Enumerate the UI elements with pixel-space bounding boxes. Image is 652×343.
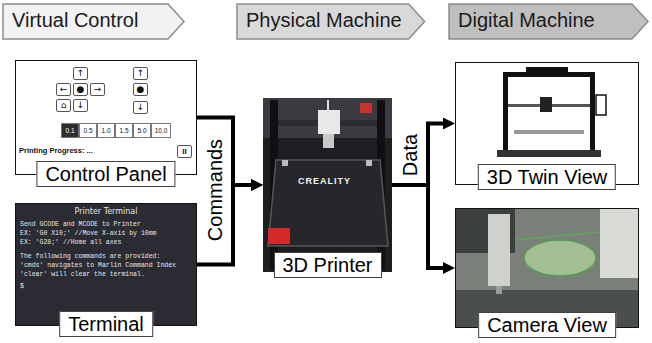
terminal-line: EX: 'G28;' //Home all axes: [20, 239, 121, 247]
terminal-line: 'cmds' navigates to Marlin Command Index: [20, 262, 176, 270]
stage-title: Physical Machine: [246, 9, 402, 31]
bed-clip: [282, 160, 288, 166]
z-button: ↑: [133, 67, 148, 80]
stage-title: Virtual Control: [12, 9, 138, 31]
connector-label: Commands: [204, 139, 226, 241]
frame-post: [503, 72, 508, 156]
stage-chevron: Digital Machine: [448, 3, 649, 40]
view-panel: Camera View: [455, 208, 639, 328]
light-area: [600, 208, 639, 278]
side-box: [596, 95, 606, 115]
red-part: [360, 103, 372, 113]
photo-wall: [263, 98, 392, 138]
pause-button: II: [177, 145, 192, 158]
connector-label: Data: [399, 134, 421, 176]
step-option: 5.0: [133, 123, 151, 138]
extruder-block: [318, 110, 340, 134]
top-bar: [503, 72, 595, 77]
flow-connector: [392, 124, 443, 186]
camera-photo: [455, 208, 639, 328]
camera-background: [455, 208, 639, 328]
panel-caption: Camera View: [478, 312, 616, 338]
filament: [515, 232, 600, 240]
brand-logo: CREALITY: [298, 176, 351, 186]
print-bed: [268, 160, 388, 246]
jog-button: ←: [56, 83, 71, 96]
panel-caption: 3D Printer: [273, 252, 381, 278]
panel-caption: 3D Twin View: [478, 164, 616, 190]
jog-button: ●: [73, 83, 88, 96]
progress-text: Printing Progress: ...: [19, 146, 93, 156]
step-option: 0.1: [61, 123, 79, 138]
terminal-prompt: $: [20, 283, 24, 291]
printer-photo: [263, 98, 392, 272]
bed: [514, 130, 584, 134]
terminal-line: 'clear' will clear the terminal.: [20, 271, 145, 279]
terminal-title: Printer Terminal: [15, 207, 197, 217]
top-cap: [526, 67, 568, 72]
extruder: [540, 97, 552, 112]
base: [497, 150, 601, 157]
photo-background: [263, 98, 392, 272]
chevron-outline: [3, 4, 184, 39]
chevron-outline: [449, 4, 648, 39]
z-button: ●: [133, 83, 148, 96]
home-button: ⌂: [56, 99, 71, 112]
step-option: 0.5: [79, 123, 97, 138]
stage-chevron: Virtual Control: [2, 3, 185, 40]
step-option: 10.0: [151, 123, 171, 138]
red-part: [268, 228, 290, 244]
terminal-line: Send GCODE and MCODE to Printer: [20, 221, 141, 229]
nozzle: [488, 214, 510, 286]
nozzle-tip: [496, 286, 502, 294]
terminal-line: The following commands are provided:: [20, 253, 160, 261]
bed-clip: [366, 160, 372, 166]
print-part: [524, 240, 596, 276]
jog-button: ↑: [73, 67, 88, 80]
jog-button: →: [90, 83, 105, 96]
chevron-outline: [237, 4, 425, 39]
stage-chevron: Physical Machine: [236, 3, 426, 40]
stage-title: Digital Machine: [458, 9, 595, 31]
jog-button: ↓: [73, 99, 88, 112]
hotend: [323, 134, 334, 148]
panel-caption: Control Panel: [36, 161, 175, 187]
panel-caption: Terminal: [59, 311, 153, 337]
filament: [327, 100, 329, 110]
flow-connector: [392, 185, 443, 268]
step-option: 1.0: [97, 123, 115, 138]
view-panel: 3D Twin View: [455, 62, 639, 185]
z-button: ↓: [133, 101, 148, 114]
frame-post: [590, 72, 595, 156]
terminal-line: EX: 'G0 X10;' //Move X-axis by 10mm: [20, 230, 157, 238]
step-option: 1.5: [115, 123, 133, 138]
view-panel: Control Panel: [15, 60, 197, 175]
